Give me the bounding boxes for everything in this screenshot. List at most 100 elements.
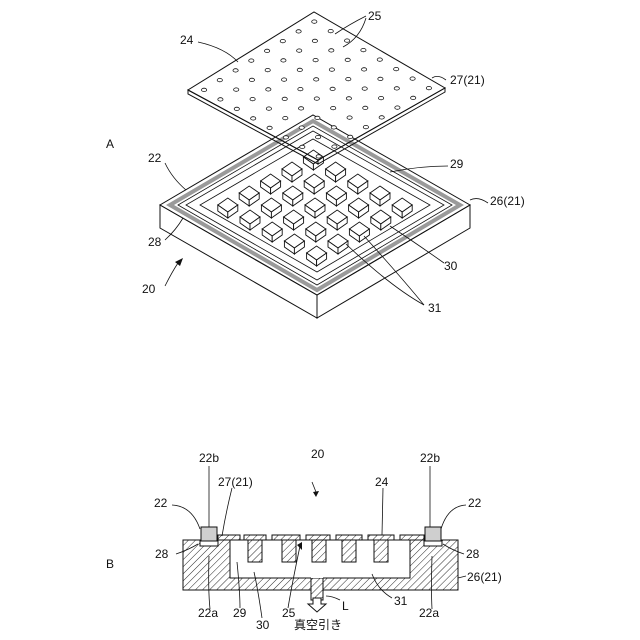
suction-hole (266, 88, 271, 91)
pillar-30 (374, 540, 388, 562)
pillar-30 (282, 162, 302, 182)
label-b-20: 20 (311, 447, 325, 461)
suction-hole (379, 116, 384, 119)
pillar-30 (248, 540, 262, 562)
suction-hole (299, 107, 304, 110)
pillar-30 (371, 210, 391, 230)
suction-hole (426, 86, 431, 89)
suction-hole (395, 106, 400, 109)
label-b-28-right: 28 (466, 547, 480, 561)
suction-hole (329, 49, 334, 52)
label-a-22: 22 (148, 151, 162, 165)
pillar-30 (239, 186, 259, 206)
suction-hole (312, 20, 317, 23)
top-plate-segment (218, 535, 240, 540)
seal-22-right (425, 527, 441, 541)
suction-hole (297, 49, 302, 52)
pillar-30 (328, 234, 348, 254)
suction-hole (328, 29, 333, 32)
suction-hole (394, 67, 399, 70)
panel-label-b: B (106, 557, 114, 571)
suction-hole (265, 49, 270, 52)
panel-label-a: A (106, 137, 114, 151)
pillar-30 (306, 222, 326, 242)
suction-hole (348, 135, 353, 138)
label-a-27: 27(21) (450, 73, 485, 87)
suction-hole (249, 78, 254, 81)
top-plate-segment (272, 535, 300, 540)
label-b-30: 30 (256, 618, 270, 632)
top-plate-segment (368, 535, 394, 540)
label-a-26: 26(21) (490, 194, 525, 208)
pillar-30 (327, 210, 347, 230)
suction-hole (361, 48, 366, 51)
suction-hole (298, 87, 303, 90)
top-plate-segment (400, 535, 424, 540)
suction-hole (233, 69, 238, 72)
suction-hole (313, 58, 318, 61)
suction-hole (331, 126, 336, 129)
suction-hole (362, 68, 367, 71)
suction-hole (362, 87, 367, 90)
pillar-30 (326, 162, 346, 182)
top-plate-segment (336, 535, 362, 540)
suction-hole (363, 106, 368, 109)
label-a-24: 24 (180, 33, 194, 47)
suction-hole (345, 58, 350, 61)
suction-hole (329, 68, 334, 71)
pillar-30 (240, 210, 260, 230)
suction-hole-grid (202, 20, 432, 158)
suction-hole (249, 59, 254, 62)
figure-b: B (106, 447, 502, 632)
suction-hole (281, 59, 286, 62)
suction-hole (347, 116, 352, 119)
suction-hole (299, 126, 304, 129)
leader-lines-a (165, 16, 488, 305)
suction-hole (378, 77, 383, 80)
suction-hole (411, 96, 416, 99)
suction-hole (282, 78, 287, 81)
label-b-26: 26(21) (467, 570, 502, 584)
suction-hole (363, 125, 368, 128)
suction-hole (410, 77, 415, 80)
figure-a: A (106, 9, 525, 318)
suction-hole (314, 78, 319, 81)
suction-hole (377, 58, 382, 61)
label-b-L: L (342, 599, 349, 613)
suction-hole (250, 97, 255, 100)
suction-hole (217, 78, 222, 81)
top-plate-segment (244, 535, 266, 540)
pillar-30 (261, 174, 281, 194)
pillar-30 (348, 174, 368, 194)
suction-hole (346, 77, 351, 80)
suction-hole (346, 97, 351, 100)
suction-hole (218, 98, 223, 101)
suction-hole (314, 97, 319, 100)
pillar-30 (392, 198, 412, 218)
suction-hole (297, 68, 302, 71)
suction-hole (282, 97, 287, 100)
label-a-25: 25 (368, 9, 382, 23)
top-plate-segment (306, 535, 330, 540)
pillar-30 (305, 198, 325, 218)
pillar-30 (284, 210, 304, 230)
suction-hole (266, 107, 271, 110)
pillar-30 (342, 540, 356, 562)
label-b-22-right: 22 (468, 496, 482, 510)
label-b-28-left: 28 (155, 547, 169, 561)
label-a-31: 31 (428, 301, 442, 315)
suction-hole (296, 30, 301, 33)
label-a-20: 20 (142, 282, 156, 296)
suction-hole (332, 145, 337, 148)
pillar-30 (262, 222, 282, 242)
suction-hole (283, 116, 288, 119)
suction-hole (280, 39, 285, 42)
suction-hole (202, 88, 207, 91)
suction-hole (316, 135, 321, 138)
label-b-22b-right: 22b (420, 451, 440, 465)
pillar-30 (349, 198, 369, 218)
label-b-29: 29 (233, 606, 247, 620)
pillar-30 (283, 186, 303, 206)
suction-hole (331, 106, 336, 109)
suction-hole (394, 87, 399, 90)
